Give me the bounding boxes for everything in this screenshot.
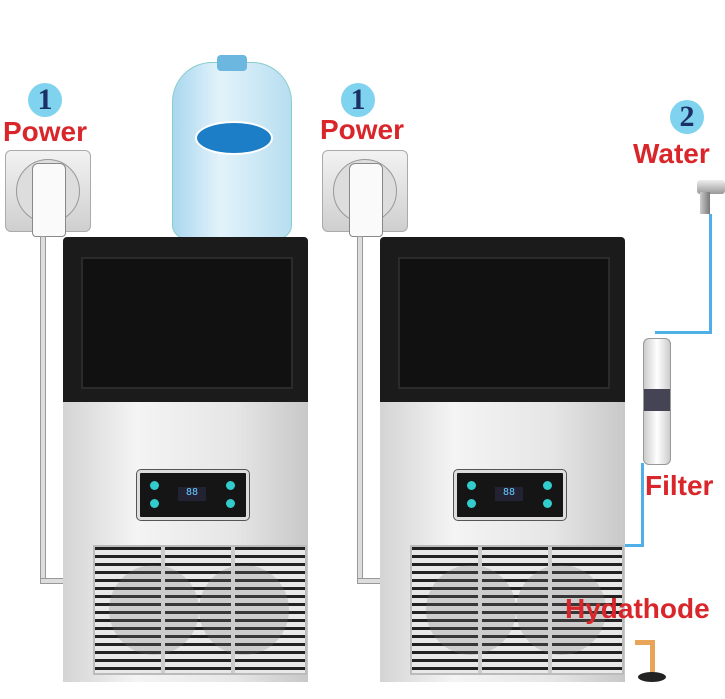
step-number-badge: 1 bbox=[28, 83, 62, 117]
tap-spout bbox=[700, 192, 710, 214]
lid bbox=[81, 257, 293, 389]
water-pipe bbox=[625, 544, 644, 547]
control-panel: 88 bbox=[453, 469, 567, 521]
power-cord bbox=[357, 236, 363, 583]
power-label: Power bbox=[3, 116, 88, 147]
water-pipe bbox=[641, 463, 644, 547]
ice-maker-tap-fed: 88 bbox=[380, 237, 625, 682]
power-plug bbox=[349, 163, 383, 237]
ventilation-grille bbox=[93, 545, 307, 675]
drain-pipe bbox=[635, 640, 655, 645]
water-tap-icon bbox=[697, 180, 725, 194]
power-label: Power bbox=[320, 114, 405, 145]
filter-label: Filter bbox=[645, 470, 714, 501]
water-pipe bbox=[655, 331, 712, 334]
power-cord bbox=[40, 236, 46, 583]
power-outlet bbox=[5, 150, 91, 237]
power-plug bbox=[32, 163, 66, 237]
water-bottle bbox=[172, 55, 292, 239]
ice-maker-bottle-fed: 88 bbox=[63, 237, 308, 682]
ventilation-grille bbox=[410, 545, 624, 675]
power-outlet bbox=[322, 150, 408, 237]
floor-drain-icon bbox=[638, 672, 666, 682]
bottle-logo bbox=[195, 121, 273, 155]
step-number-badge: 1 bbox=[341, 83, 375, 117]
water-label: Water bbox=[633, 138, 710, 169]
drain-pipe bbox=[650, 640, 655, 676]
water-filter bbox=[643, 338, 671, 465]
digital-display: 88 bbox=[178, 487, 206, 501]
water-pipe bbox=[709, 214, 712, 334]
control-panel: 88 bbox=[136, 469, 250, 521]
drain-label: Hydathode bbox=[565, 593, 710, 624]
step-number-badge: 2 bbox=[670, 100, 704, 134]
digital-display: 88 bbox=[495, 487, 523, 501]
lid bbox=[398, 257, 610, 389]
